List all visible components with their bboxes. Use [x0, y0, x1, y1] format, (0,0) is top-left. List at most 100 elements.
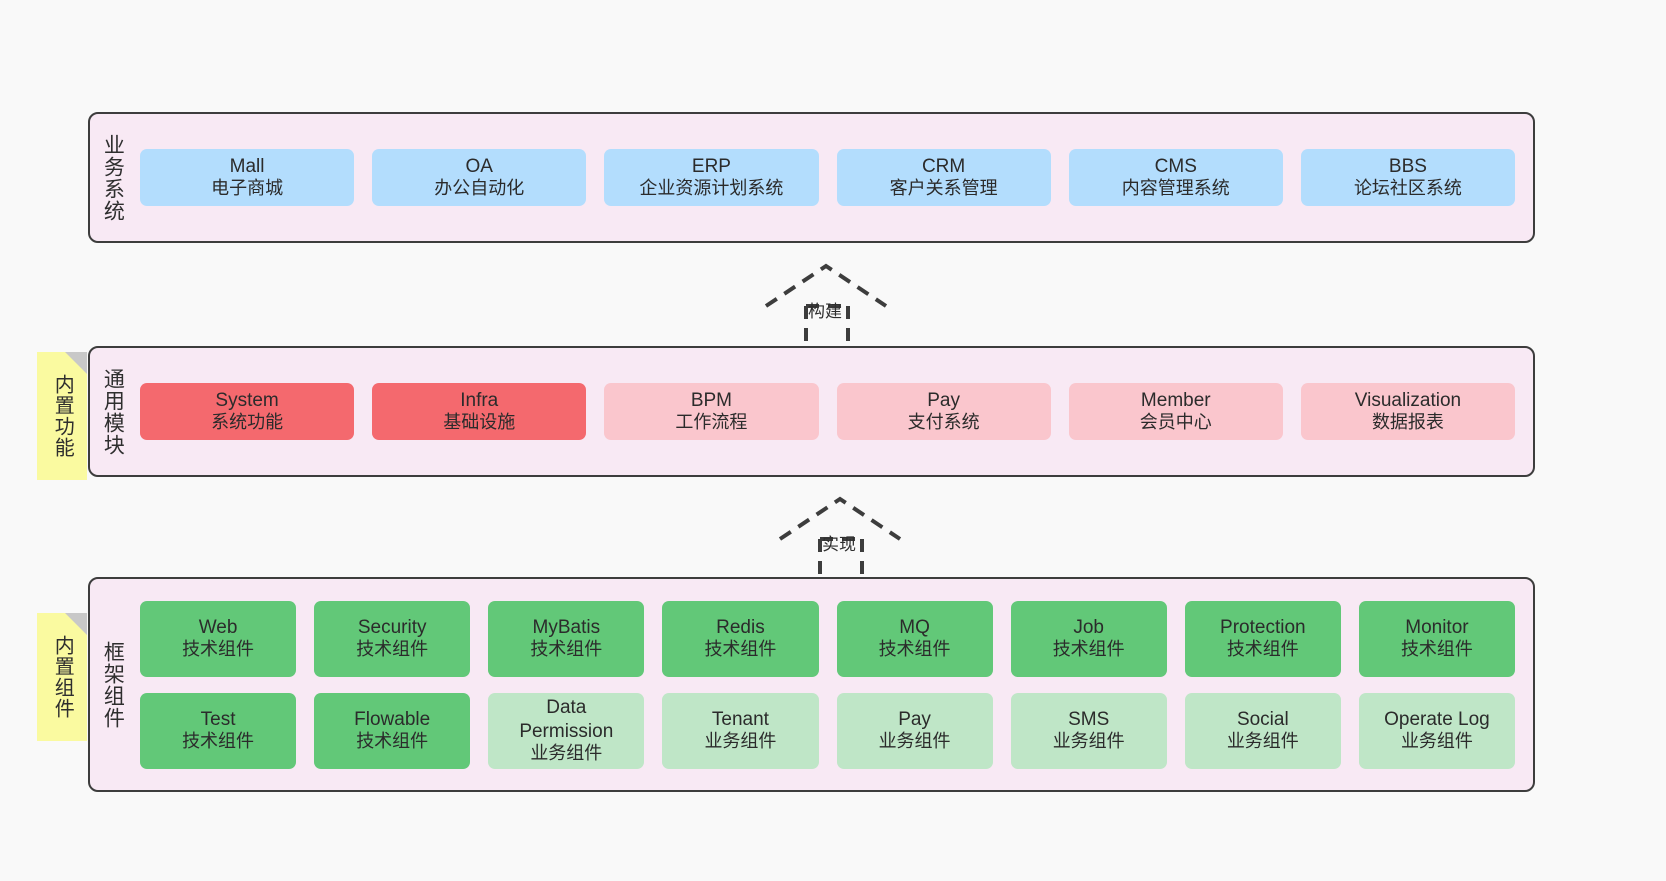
connector-implement-shape — [778, 496, 902, 583]
sticky-note-label: 内置组件 — [51, 635, 74, 719]
card-data-permission[interactable]: Data Permission 业务组件 — [488, 692, 645, 769]
card-row: Web 技术组件 Security 技术组件 MyBatis 技术组件 Redi… — [140, 600, 1515, 677]
card-web[interactable]: Web 技术组件 — [140, 600, 297, 677]
card-subtitle: 内容管理系统 — [1121, 178, 1230, 199]
card-infra[interactable]: Infra 基础设施 — [372, 382, 587, 441]
card-subtitle: 企业资源计划系统 — [639, 178, 784, 199]
card-visualization[interactable]: Visualization 数据报表 — [1300, 382, 1516, 441]
card-subtitle: 技术组件 — [530, 639, 603, 660]
card-subtitle: 业务组件 — [878, 731, 951, 752]
card-mq[interactable]: MQ 技术组件 — [836, 600, 993, 677]
sticky-fold-corner-icon — [65, 613, 87, 635]
card-subtitle: 技术组件 — [356, 639, 429, 660]
card-subtitle: 业务组件 — [704, 731, 777, 752]
card-title: MyBatis — [532, 616, 601, 638]
card-bbs[interactable]: BBS 论坛社区系统 — [1300, 148, 1516, 207]
card-redis[interactable]: Redis 技术组件 — [662, 600, 819, 677]
card-pay-component[interactable]: Pay 业务组件 — [836, 692, 993, 769]
card-title: Web — [198, 616, 238, 638]
card-pay-module[interactable]: Pay 支付系统 — [836, 382, 1051, 441]
card-title: System — [215, 389, 279, 411]
card-title: Job — [1073, 616, 1104, 638]
card-flowable[interactable]: Flowable 技术组件 — [314, 692, 471, 769]
card-row: System 系统功能 Infra 基础设施 BPM 工作流程 Pay 支付系统… — [140, 382, 1516, 441]
card-title: Mall — [229, 155, 265, 177]
layer-framework-components: 框架组件 Web 技术组件 Security 技术组件 MyBatis 技术组件… — [88, 577, 1535, 792]
card-test[interactable]: Test 技术组件 — [140, 692, 297, 769]
layer-business-systems: 业务系统 Mall 电子商城 OA 办公自动化 ERP 企业资源计划系统 CRM… — [88, 112, 1535, 243]
card-title: Pay — [927, 389, 960, 411]
card-operate-log[interactable]: Operate Log 业务组件 — [1358, 692, 1515, 769]
card-erp[interactable]: ERP 企业资源计划系统 — [604, 148, 819, 207]
card-subtitle: 工作流程 — [675, 412, 748, 433]
sticky-note-builtin-features: 内置功能 — [37, 352, 87, 480]
card-title: MQ — [899, 616, 930, 638]
card-title: Pay — [898, 708, 931, 730]
card-sms[interactable]: SMS 业务组件 — [1010, 692, 1167, 769]
card-member[interactable]: Member 会员中心 — [1068, 382, 1283, 441]
layer-title-framework-components: 框架组件 — [101, 640, 125, 729]
card-subtitle: 技术组件 — [704, 639, 777, 660]
card-social[interactable]: Social 业务组件 — [1184, 692, 1341, 769]
card-subtitle: 业务组件 — [1052, 731, 1125, 752]
card-title: ERP — [691, 155, 731, 177]
card-bpm[interactable]: BPM 工作流程 — [604, 382, 819, 441]
card-subtitle: 技术组件 — [1400, 639, 1473, 660]
card-title: Test — [200, 708, 236, 730]
card-row: Test 技术组件 Flowable 技术组件 Data Permission … — [140, 692, 1515, 769]
card-title: BPM — [690, 389, 733, 411]
sticky-note-builtin-components: 内置组件 — [37, 613, 87, 741]
card-subtitle: 系统功能 — [211, 412, 284, 433]
card-subtitle: 电子商城 — [211, 178, 284, 199]
card-title: SMS — [1068, 708, 1110, 730]
card-crm[interactable]: CRM 客户关系管理 — [836, 148, 1051, 207]
card-subtitle: 数据报表 — [1371, 412, 1444, 433]
connector-build-label: 构建 — [808, 302, 842, 321]
card-subtitle: 技术组件 — [356, 731, 429, 752]
card-subtitle: 业务组件 — [1400, 731, 1473, 752]
card-subtitle: 技术组件 — [182, 639, 255, 660]
card-monitor[interactable]: Monitor 技术组件 — [1358, 600, 1515, 677]
card-subtitle: 会员中心 — [1139, 412, 1212, 433]
card-title: Flowable — [354, 708, 431, 730]
card-tenant[interactable]: Tenant 业务组件 — [662, 692, 819, 769]
card-title: Operate Log — [1384, 708, 1490, 730]
card-job[interactable]: Job 技术组件 — [1010, 600, 1167, 677]
layer-body-business-systems: Mall 电子商城 OA 办公自动化 ERP 企业资源计划系统 CRM 客户关系… — [134, 114, 1533, 241]
card-subtitle: 业务组件 — [530, 742, 603, 763]
card-title: Monitor — [1405, 616, 1469, 638]
card-row: Mall 电子商城 OA 办公自动化 ERP 企业资源计划系统 CRM 客户关系… — [140, 148, 1516, 207]
card-oa[interactable]: OA 办公自动化 — [372, 148, 587, 207]
card-title: CRM — [921, 155, 966, 177]
card-subtitle: 技术组件 — [878, 639, 951, 660]
connector-implement: 实现 — [772, 495, 932, 583]
card-mybatis[interactable]: MyBatis 技术组件 — [488, 600, 645, 677]
card-protection[interactable]: Protection 技术组件 — [1184, 600, 1341, 677]
layer-body-common-modules: System 系统功能 Infra 基础设施 BPM 工作流程 Pay 支付系统… — [134, 348, 1533, 475]
card-title: Data Permission — [519, 697, 614, 742]
card-subtitle: 技术组件 — [182, 731, 255, 752]
card-subtitle: 客户关系管理 — [889, 178, 998, 199]
card-subtitle: 业务组件 — [1226, 731, 1299, 752]
card-system[interactable]: System 系统功能 — [140, 382, 355, 441]
card-subtitle: 技术组件 — [1052, 639, 1125, 660]
card-title: Visualization — [1354, 389, 1462, 411]
card-title: Infra — [460, 389, 499, 411]
layer-common-modules: 通用模块 System 系统功能 Infra 基础设施 BPM 工作流程 Pay… — [88, 346, 1535, 477]
card-subtitle: 办公自动化 — [434, 178, 525, 199]
card-security[interactable]: Security 技术组件 — [314, 600, 471, 677]
card-mall[interactable]: Mall 电子商城 — [140, 148, 355, 207]
connector-build: 构建 — [758, 262, 918, 350]
card-title: Security — [357, 616, 427, 638]
card-title: Social — [1236, 708, 1289, 730]
sticky-fold-corner-icon — [65, 352, 87, 374]
layer-body-framework-components: Web 技术组件 Security 技术组件 MyBatis 技术组件 Redi… — [134, 579, 1533, 790]
card-title: BBS — [1388, 155, 1427, 177]
card-title: Protection — [1220, 616, 1306, 638]
card-title: Member — [1140, 389, 1211, 411]
card-subtitle: 技术组件 — [1226, 639, 1299, 660]
card-cms[interactable]: CMS 内容管理系统 — [1068, 148, 1283, 207]
card-title: OA — [465, 155, 493, 177]
sticky-note-label: 内置功能 — [51, 374, 74, 458]
